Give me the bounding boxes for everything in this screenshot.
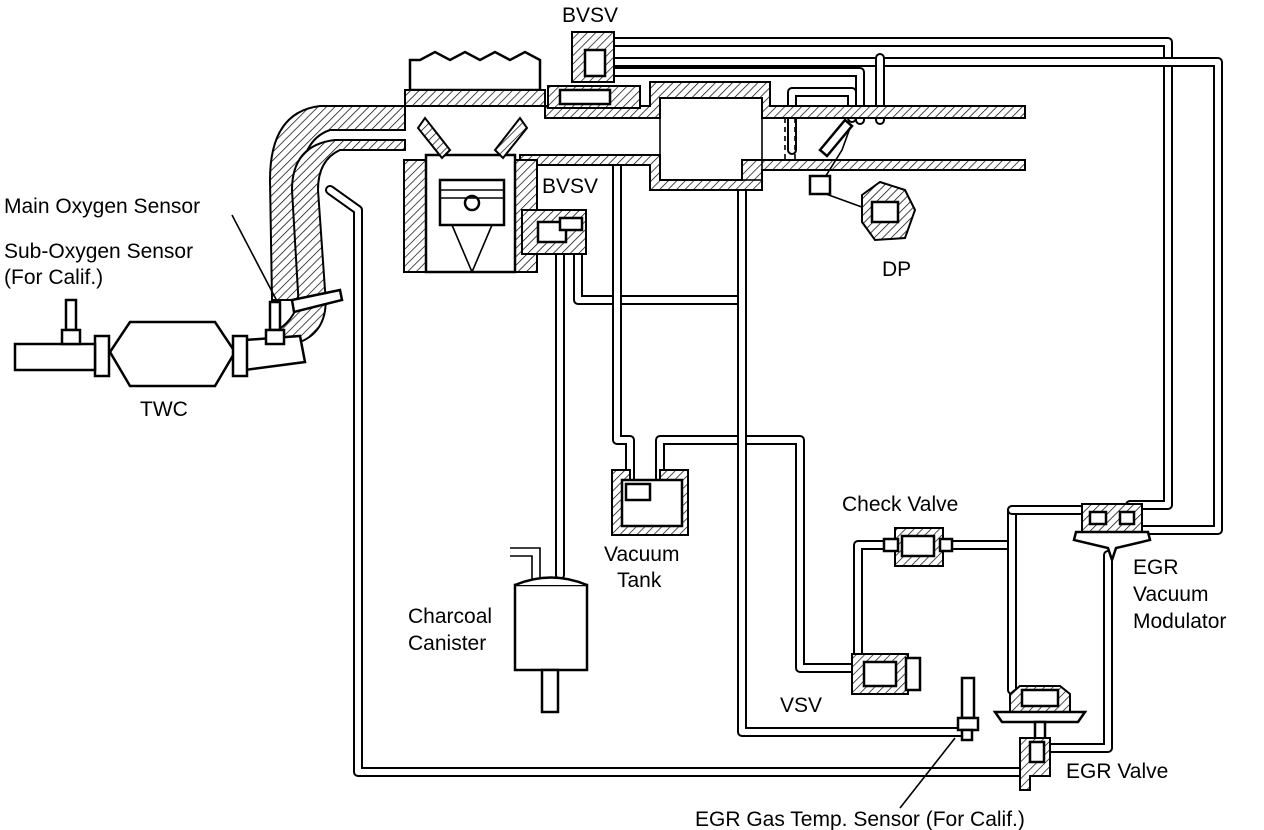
- vsv: [851, 653, 922, 695]
- label-egr-vacuum-modulator-2: Vacuum: [1133, 583, 1208, 606]
- label-sub-oxygen-sensor: Sub-Oxygen Sensor: [4, 240, 193, 263]
- label-vacuum-tank-1: Vacuum: [604, 543, 679, 566]
- bvsv-mid: [521, 209, 587, 255]
- label-bvsv-mid: BVSV: [542, 175, 598, 198]
- check-valve: [882, 527, 954, 567]
- label-egr-valve: EGR Valve: [1066, 760, 1168, 783]
- label-charcoal-canister-2: Canister: [408, 632, 486, 655]
- label-sub-oxygen-sensor-calif: (For Calif.): [4, 266, 103, 289]
- label-vsv: VSV: [780, 694, 822, 717]
- label-egr-vacuum-modulator-1: EGR: [1133, 556, 1179, 579]
- label-main-oxygen-sensor: Main Oxygen Sensor: [4, 195, 200, 218]
- label-dp: DP: [882, 258, 911, 281]
- label-egr-vacuum-modulator-3: Modulator: [1133, 610, 1226, 633]
- label-charcoal-canister-1: Charcoal: [408, 605, 492, 628]
- vacuum-tank: [611, 469, 689, 536]
- label-check-valve: Check Valve: [842, 493, 958, 516]
- dashpot: [808, 127, 917, 242]
- intake-manifold: [404, 50, 1026, 191]
- egr-valve: [992, 685, 1088, 791]
- labels: BVSV BVSV Main Oxygen Sensor Sub-Oxygen …: [4, 4, 1226, 830]
- vacuum-hoses: [325, 37, 1223, 777]
- leader-lines: [231, 214, 956, 809]
- engine-cylinder: [403, 116, 538, 274]
- label-egr-gas-temp-sensor: EGR Gas Temp. Sensor (For Calif.): [695, 808, 1025, 830]
- egr-gas-temp-sensor: [956, 676, 980, 742]
- exhaust-system: [13, 105, 406, 388]
- charcoal-canister: [510, 547, 589, 714]
- bvsv-top: [547, 31, 641, 109]
- label-vacuum-tank-2: Tank: [617, 569, 662, 592]
- label-twc: TWC: [140, 398, 188, 421]
- egr-vacuum-modulator: [1072, 503, 1152, 564]
- label-bvsv-top: BVSV: [562, 4, 618, 27]
